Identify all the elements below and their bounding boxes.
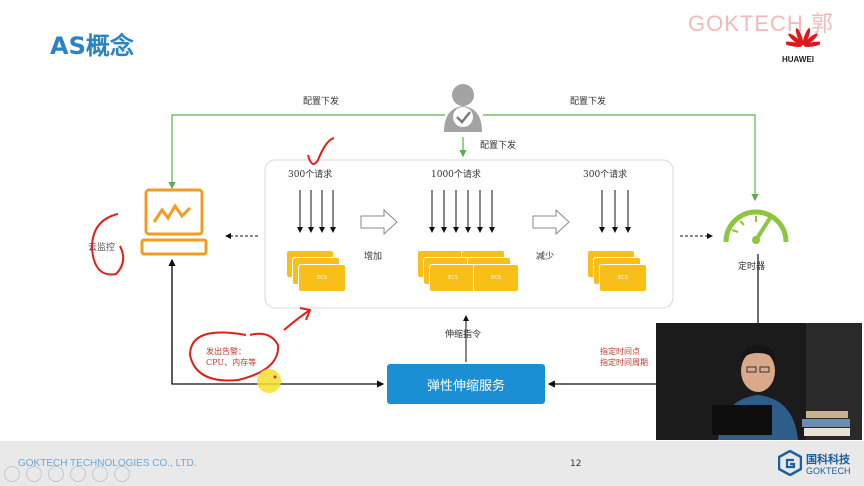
presenter-video — [656, 323, 862, 440]
decrease-label: 减少 — [536, 252, 555, 262]
cursor-highlight — [257, 369, 281, 393]
user-icon — [444, 84, 482, 132]
cloud-monitor-icon — [140, 188, 208, 256]
config-line-left — [168, 114, 445, 190]
as-diagram — [90, 84, 789, 393]
decrease-arrow — [532, 208, 570, 236]
config-line-right — [483, 114, 759, 202]
prev-icon[interactable] — [4, 466, 20, 482]
player-controls[interactable] — [4, 466, 130, 482]
pen-icon[interactable] — [48, 466, 64, 482]
hand-annotations — [90, 137, 335, 382]
page-number: 12 — [570, 459, 582, 469]
huawei-logo-text: HUAWEI — [782, 55, 814, 64]
ecs-label: ECS — [429, 264, 477, 292]
alert-label-line2: CPU、内存等 — [206, 358, 257, 367]
ecs-group-box — [264, 159, 674, 309]
config-label-center: 配置下发 — [480, 141, 517, 151]
request-arrows-center — [429, 190, 495, 233]
alert-label-line1: 发出告警： — [206, 347, 246, 356]
more-icon[interactable] — [114, 466, 130, 482]
auto-scaling-service-box: 弹性伸缩服务 — [387, 364, 545, 404]
request-label-center: 1000个请求 — [431, 170, 481, 180]
zoom-icon[interactable] — [92, 466, 108, 482]
slide-footer — [0, 441, 864, 486]
goktech-logo-icon — [778, 450, 802, 476]
next-icon[interactable] — [26, 466, 42, 482]
footer-brand-cn: 国科科技 — [806, 453, 850, 466]
increase-label: 增加 — [364, 252, 383, 262]
request-arrows-left — [297, 190, 336, 233]
menu-icon[interactable] — [70, 466, 86, 482]
request-arrows-right — [599, 190, 631, 233]
timer-icon — [723, 209, 789, 244]
config-label-right: 配置下发 — [570, 97, 607, 107]
ecs-label: ECS — [473, 264, 519, 292]
ecs-label: ECS — [599, 264, 647, 292]
request-label-right: 300个请求 — [583, 170, 628, 180]
config-label-left: 配置下发 — [303, 97, 340, 107]
schedule-label-line2: 指定时间周期 — [600, 358, 648, 367]
ecs-label: ECS — [298, 264, 346, 292]
footer-company: GOKTECH TECHNOLOGIES CO., LTD. — [18, 458, 197, 469]
timer-label: 定时器 — [738, 262, 766, 272]
huawei-logo-icon — [786, 28, 820, 47]
slide-title: AS概念 — [50, 32, 134, 60]
schedule-label-line1: 指定时间点 — [600, 347, 640, 356]
alert-line — [171, 260, 385, 388]
footer-brand-en: GOKTECH — [806, 466, 851, 476]
increase-arrow — [360, 208, 398, 236]
cloud-monitor-label: 云监控 — [88, 243, 116, 253]
presenter-image — [656, 323, 862, 440]
scale-command-label: 伸缩指令 — [445, 330, 482, 340]
request-label-left: 300个请求 — [288, 170, 333, 180]
